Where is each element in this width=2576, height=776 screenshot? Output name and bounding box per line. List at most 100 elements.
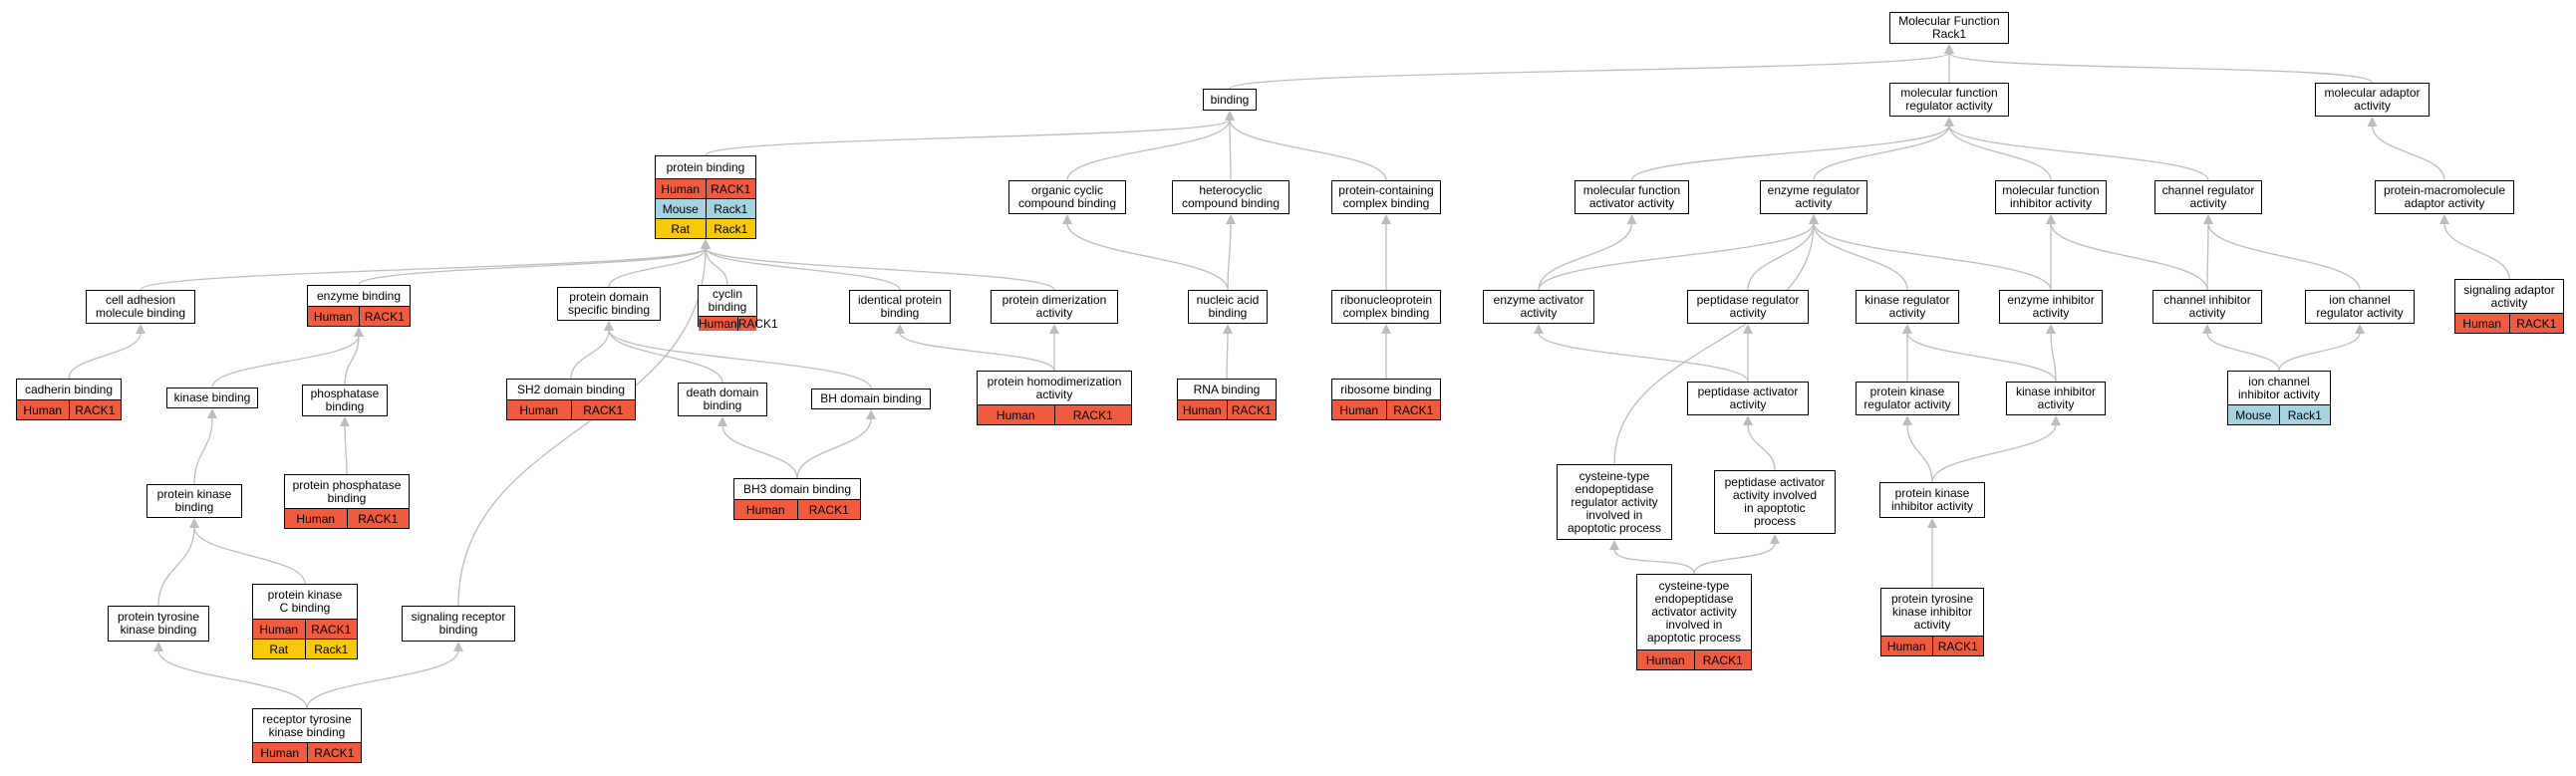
go-term-channel-regulator[interactable]: channel regulator activity	[2154, 180, 2262, 214]
go-term-enzyme-inhibitor[interactable]: enzyme inhibitor activity	[1999, 290, 2103, 324]
edge-arrowhead	[866, 409, 876, 419]
go-term-label: protein-macromolecule adaptor activity	[2383, 183, 2506, 210]
gene-cell: RACK1	[1385, 400, 1441, 419]
go-term-peptidase-regulator[interactable]: peptidase regulator activity	[1687, 290, 1809, 324]
go-term-channel-inhibitor[interactable]: channel inhibitor activity	[2152, 290, 2262, 324]
edge-arrowhead	[354, 327, 364, 337]
go-term-heterocyclic[interactable]: heterocyclic compound binding	[1172, 180, 1289, 214]
go-term-bh-domain[interactable]: BH domain binding	[811, 388, 931, 409]
go-term-cysteine-endopeptidase-regulator[interactable]: cysteine-type endopeptidase regulator ac…	[1557, 464, 1672, 540]
go-term-cysteine-endopeptidase-activator[interactable]: cysteine-type endopeptidase activator ac…	[1636, 574, 1752, 670]
go-term-label: nucleic acid binding	[1196, 293, 1260, 320]
go-term-enzyme-activator[interactable]: enzyme activator activity	[1483, 290, 1594, 324]
go-term-protein-dimerization[interactable]: protein dimerization activity	[991, 290, 1118, 324]
go-term-protein-kinase-regulator[interactable]: protein kinase regulator activity	[1856, 382, 1959, 415]
edge-arrowhead	[895, 324, 905, 334]
species-cell: Human	[2462, 316, 2502, 331]
go-term-label: organic cyclic compound binding	[1017, 183, 1117, 210]
go-term-label: molecular adaptor activity	[2324, 86, 2421, 113]
species-cell: Rat	[269, 642, 289, 656]
go-term-label: phosphatase binding	[310, 387, 380, 413]
go-term-molecular-function[interactable]: Molecular Function Rack1	[1889, 12, 2009, 44]
go-term-protein-macromolecule-adaptor[interactable]: protein-macromolecule adaptor activity	[2375, 180, 2514, 214]
go-term-identical-protein[interactable]: identical protein binding	[849, 290, 951, 324]
go-term-binding[interactable]: binding	[1203, 89, 1257, 111]
edge-cysteine-endopeptidase-activator-to-peptidase-activator-apoptotic	[1693, 542, 1776, 575]
edge-arrowhead	[153, 642, 163, 651]
edge-protein-binding-to-binding	[705, 119, 1231, 156]
edge-cadherin-to-cell-adhesion	[68, 332, 142, 380]
go-term-kinase-binding[interactable]: kinase binding	[166, 388, 258, 408]
go-term-protein-kinase-binding[interactable]: protein kinase binding	[146, 484, 242, 518]
go-term-nucleic-acid[interactable]: nucleic acid binding	[1188, 290, 1268, 324]
go-term-kinase-regulator[interactable]: kinase regulator activity	[1856, 290, 1959, 324]
go-term-label: cadherin binding	[24, 382, 114, 396]
go-term-mf-activator[interactable]: molecular function activator activity	[1574, 180, 1689, 214]
go-term-label: BH3 domain binding	[742, 481, 852, 496]
gene-cell: Rack1	[2278, 405, 2331, 424]
go-term-label: peptidase activator activity involved in…	[1724, 475, 1826, 528]
edge-ion-channel-inhibitor-to-ion-channel-regulator	[2278, 332, 2361, 372]
edge-arrowhead	[1626, 214, 1637, 224]
go-term-peptidase-activator-apoptotic[interactable]: peptidase activator activity involved in…	[1714, 470, 1836, 534]
edge-cell-adhesion-to-protein-binding	[140, 247, 707, 291]
go-term-molecular-adaptor[interactable]: molecular adaptor activity	[2315, 83, 2430, 117]
go-term-cell-adhesion[interactable]: cell adhesion molecule binding	[86, 290, 195, 324]
go-term-label: protein kinase binding	[156, 487, 232, 514]
edge-arrowhead	[1062, 214, 1072, 224]
go-term-label: receptor tyrosine kinase binding	[262, 711, 352, 739]
go-term-phosphatase[interactable]: phosphatase binding	[302, 385, 388, 416]
edge-heterocyclic-to-binding	[1229, 119, 1232, 181]
go-term-peptidase-activator[interactable]: peptidase activator activity	[1687, 382, 1809, 415]
species-cell: Mouse	[2235, 407, 2272, 422]
edge-nucleic-acid-to-heterocyclic	[1227, 222, 1232, 291]
edge-channel-regulator-to-mf-regulator	[1948, 125, 2209, 181]
edge-rna-binding-to-nucleic-acid	[1226, 332, 1229, 380]
go-term-ribonucleoprotein[interactable]: ribonucleoprotein complex binding	[1331, 290, 1441, 324]
go-term-protein-domain-specific[interactable]: protein domain specific binding	[557, 287, 661, 321]
go-term-death-domain[interactable]: death domain binding	[678, 383, 767, 416]
edge-protein-phosphatase-to-phosphatase	[344, 424, 348, 475]
go-term-mf-inhibitor[interactable]: molecular function inhibitor activity	[1995, 180, 2107, 214]
go-term-mf-regulator[interactable]: molecular function regulator activity	[1889, 83, 2009, 117]
go-term-kinase-inhibitor[interactable]: kinase inhibitor activity	[2006, 382, 2106, 415]
go-term-protein-tyrosine-kinase-binding[interactable]: protein tyrosine kinase binding	[108, 606, 209, 642]
edge-binding-to-molecular-function	[1229, 52, 1950, 90]
go-term-protein-containing-complex[interactable]: protein-containing complex binding	[1331, 180, 1441, 214]
go-term-label: channel inhibitor activity	[2163, 293, 2251, 320]
species-cell: Human	[661, 181, 701, 196]
go-term-signaling-receptor[interactable]: signaling receptor binding	[402, 606, 515, 642]
edge-arrowhead	[1534, 324, 1544, 334]
go-term-label: kinase binding	[173, 390, 251, 404]
go-term-label: protein kinase C binding	[267, 588, 343, 615]
go-term-organic-cyclic[interactable]: organic cyclic compound binding	[1008, 180, 1126, 214]
go-term-protein-kinase-inhibitor[interactable]: protein kinase inhibitor activity	[1879, 482, 1985, 518]
edge-arrowhead	[2051, 415, 2061, 425]
go-term-enzyme-regulator[interactable]: enzyme regulator activity	[1760, 180, 1867, 214]
go-term-label: RNA binding	[1193, 382, 1261, 396]
go-term-ptk-inhibitor[interactable]: protein tyrosine kinase inhibitor activi…	[1880, 588, 1984, 656]
go-term-ion-channel-regulator[interactable]: ion channel regulator activity	[2305, 290, 2415, 324]
